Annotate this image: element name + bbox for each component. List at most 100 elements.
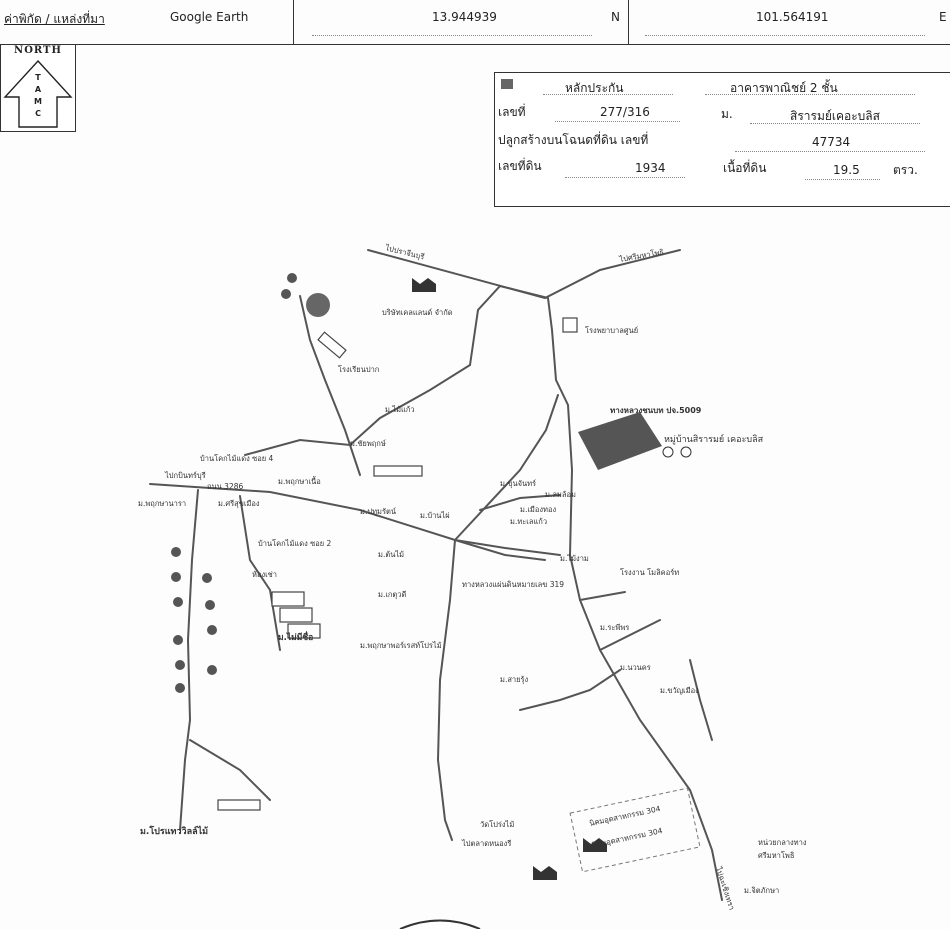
map-label: ม.ปทุมรัตน์ bbox=[360, 507, 396, 516]
map-label: ทางหลวงชนบท ปจ.5009 bbox=[610, 406, 702, 415]
road bbox=[239, 495, 281, 651]
map-label: ศรีมหาโพธิ bbox=[758, 851, 794, 860]
tree-icons bbox=[171, 273, 297, 693]
longitude-direction: E bbox=[939, 10, 947, 24]
map-label: ม.พฤกษานารา bbox=[138, 499, 186, 508]
map-label: ม.สายรุ้ง bbox=[500, 675, 529, 684]
north-arrow-box: NORTH T A M C bbox=[0, 44, 76, 132]
map-label: โรงเรียนปาก bbox=[338, 365, 379, 374]
latitude-direction: N bbox=[611, 10, 620, 24]
road bbox=[469, 284, 549, 366]
property-info-box: หลักประกัน อาคารพาณิชย์ 2 ชั้น เลขที่ 27… bbox=[494, 72, 950, 207]
map-label: ม.ชัยพฤกษ์ bbox=[350, 439, 386, 448]
map-label: ม.โปรแทววิลล์ไม้ bbox=[140, 825, 208, 837]
map-label: ห้องเช่า bbox=[252, 570, 277, 579]
latitude-value: 13.944939 bbox=[432, 10, 497, 24]
map-label: ไปฉะเชิงเทรา bbox=[714, 865, 737, 911]
road bbox=[436, 539, 456, 841]
subject-property-marker bbox=[578, 412, 662, 470]
map-label: ไปปราจีนบุรี bbox=[384, 243, 426, 262]
map-label: ไปตลาดหนองรี bbox=[461, 839, 511, 848]
north-letter: M bbox=[34, 97, 42, 106]
longitude-value: 101.564191 bbox=[756, 10, 829, 24]
north-arrow-icon bbox=[3, 59, 73, 128]
map-label: หน่วยกลางทาง bbox=[758, 838, 807, 847]
factory-icons bbox=[412, 278, 607, 880]
map-label: ม.เกตุวดี bbox=[378, 590, 407, 599]
map-label: ไปศรีมหาโพธิ bbox=[618, 247, 665, 264]
pond-icon bbox=[306, 293, 330, 317]
area-label: เนื้อที่ดิน bbox=[723, 161, 767, 175]
map-label: บ้านโคกไม้แดง ซอย 2 bbox=[258, 539, 332, 548]
road bbox=[299, 295, 361, 476]
building-icons bbox=[217, 317, 578, 811]
road-network bbox=[149, 249, 723, 901]
road bbox=[599, 619, 661, 651]
map-label: ม.พฤกษาเนื้อ bbox=[278, 476, 321, 486]
circle-fragment bbox=[399, 919, 481, 929]
map-label: ม.ระพีพร bbox=[600, 623, 629, 632]
village-label: ม. bbox=[721, 107, 733, 121]
road bbox=[519, 669, 621, 711]
north-title: NORTH bbox=[14, 45, 62, 56]
building-type: อาคารพาณิชย์ 2 ชั้น bbox=[730, 81, 838, 95]
map-label: บริษัทเคลแลนด์ จำกัด bbox=[382, 308, 453, 317]
map-label: นิคมอุตสาหกรรม 304 bbox=[588, 804, 661, 828]
area-value: 19.5 bbox=[833, 163, 860, 177]
house-no-value: 277/316 bbox=[600, 105, 650, 119]
marker-icon bbox=[662, 446, 674, 458]
map-label: หมู่บ้านสิรารมย์ เคอะบลิส bbox=[664, 433, 764, 445]
industrial-estate-area bbox=[569, 787, 701, 873]
divider bbox=[628, 0, 629, 44]
road bbox=[367, 249, 681, 300]
village-value: สิรารมย์เคอะบลิส bbox=[790, 109, 880, 123]
map-label: ถนน 3286 bbox=[207, 482, 243, 491]
map-label: ม.ต้นไม้ bbox=[378, 550, 404, 559]
map-label: ทางหลวงแผ่นดินหมายเลข 319 bbox=[462, 580, 564, 589]
divider bbox=[293, 0, 294, 44]
map-label: ม.ไม่มีชื่อ bbox=[278, 630, 313, 643]
house-no-label: เลขที่ bbox=[498, 105, 526, 119]
map-label: ม.ไม้แก้ว bbox=[385, 405, 415, 414]
map-label: ม.นวนคร bbox=[620, 663, 651, 672]
map-label: ม.บ้านไผ่ bbox=[420, 511, 450, 520]
map-label: ม.พฤกษาพอร์เรสท์โปรไม้ bbox=[360, 641, 442, 650]
road bbox=[244, 364, 471, 456]
map-label: วัดโปร่งไม้ bbox=[480, 820, 514, 829]
north-letter: T bbox=[35, 73, 41, 82]
land-no-label: เลขที่ดิน bbox=[498, 159, 542, 173]
north-letter: A bbox=[34, 85, 42, 94]
map-label: โรงงาน โมลิคอร์ท bbox=[620, 568, 679, 577]
map-label: ม.ขุนจันทร์ bbox=[500, 479, 536, 488]
deed-value: 47734 bbox=[812, 135, 851, 149]
road bbox=[454, 394, 559, 541]
legend-square-icon bbox=[501, 79, 513, 89]
map-label: นิคมอุตสาหกรรม 304 bbox=[590, 826, 663, 850]
map-label: ม.ลมล้อม bbox=[545, 490, 576, 499]
map-label: ม.เมืองทอง bbox=[520, 505, 556, 514]
map-label: ม.ทะเลแก้ว bbox=[510, 517, 547, 526]
map-label: ม.ขวัญเมือง bbox=[660, 686, 699, 695]
marker-icon bbox=[680, 446, 692, 458]
area-unit: ตรว. bbox=[893, 163, 918, 177]
coordinate-source: Google Earth bbox=[170, 10, 249, 24]
map-label: โรงพยาบาลศูนย์ bbox=[585, 326, 638, 335]
road bbox=[547, 297, 723, 901]
collateral-header: หลักประกัน bbox=[565, 81, 624, 95]
road bbox=[579, 591, 626, 601]
lat-underline bbox=[312, 35, 592, 36]
map-label: ม.จิตภักษา bbox=[744, 886, 779, 895]
land-no-value: 1934 bbox=[635, 161, 666, 175]
map-label: บ้านโคกไม้แดง ซอย 4 bbox=[200, 454, 274, 463]
road bbox=[479, 494, 561, 511]
road bbox=[179, 489, 199, 831]
main-road bbox=[149, 483, 561, 556]
road bbox=[189, 739, 271, 801]
deed-label: ปลูกสร้างบนโฉนดที่ดิน เลขที่ bbox=[498, 133, 649, 147]
north-letter: C bbox=[35, 109, 41, 118]
lon-underline bbox=[645, 35, 925, 36]
map-label: ม.ไม้งาม bbox=[560, 554, 589, 563]
map-label: ไปกบินทร์บุรี bbox=[164, 471, 206, 480]
road bbox=[689, 659, 713, 741]
